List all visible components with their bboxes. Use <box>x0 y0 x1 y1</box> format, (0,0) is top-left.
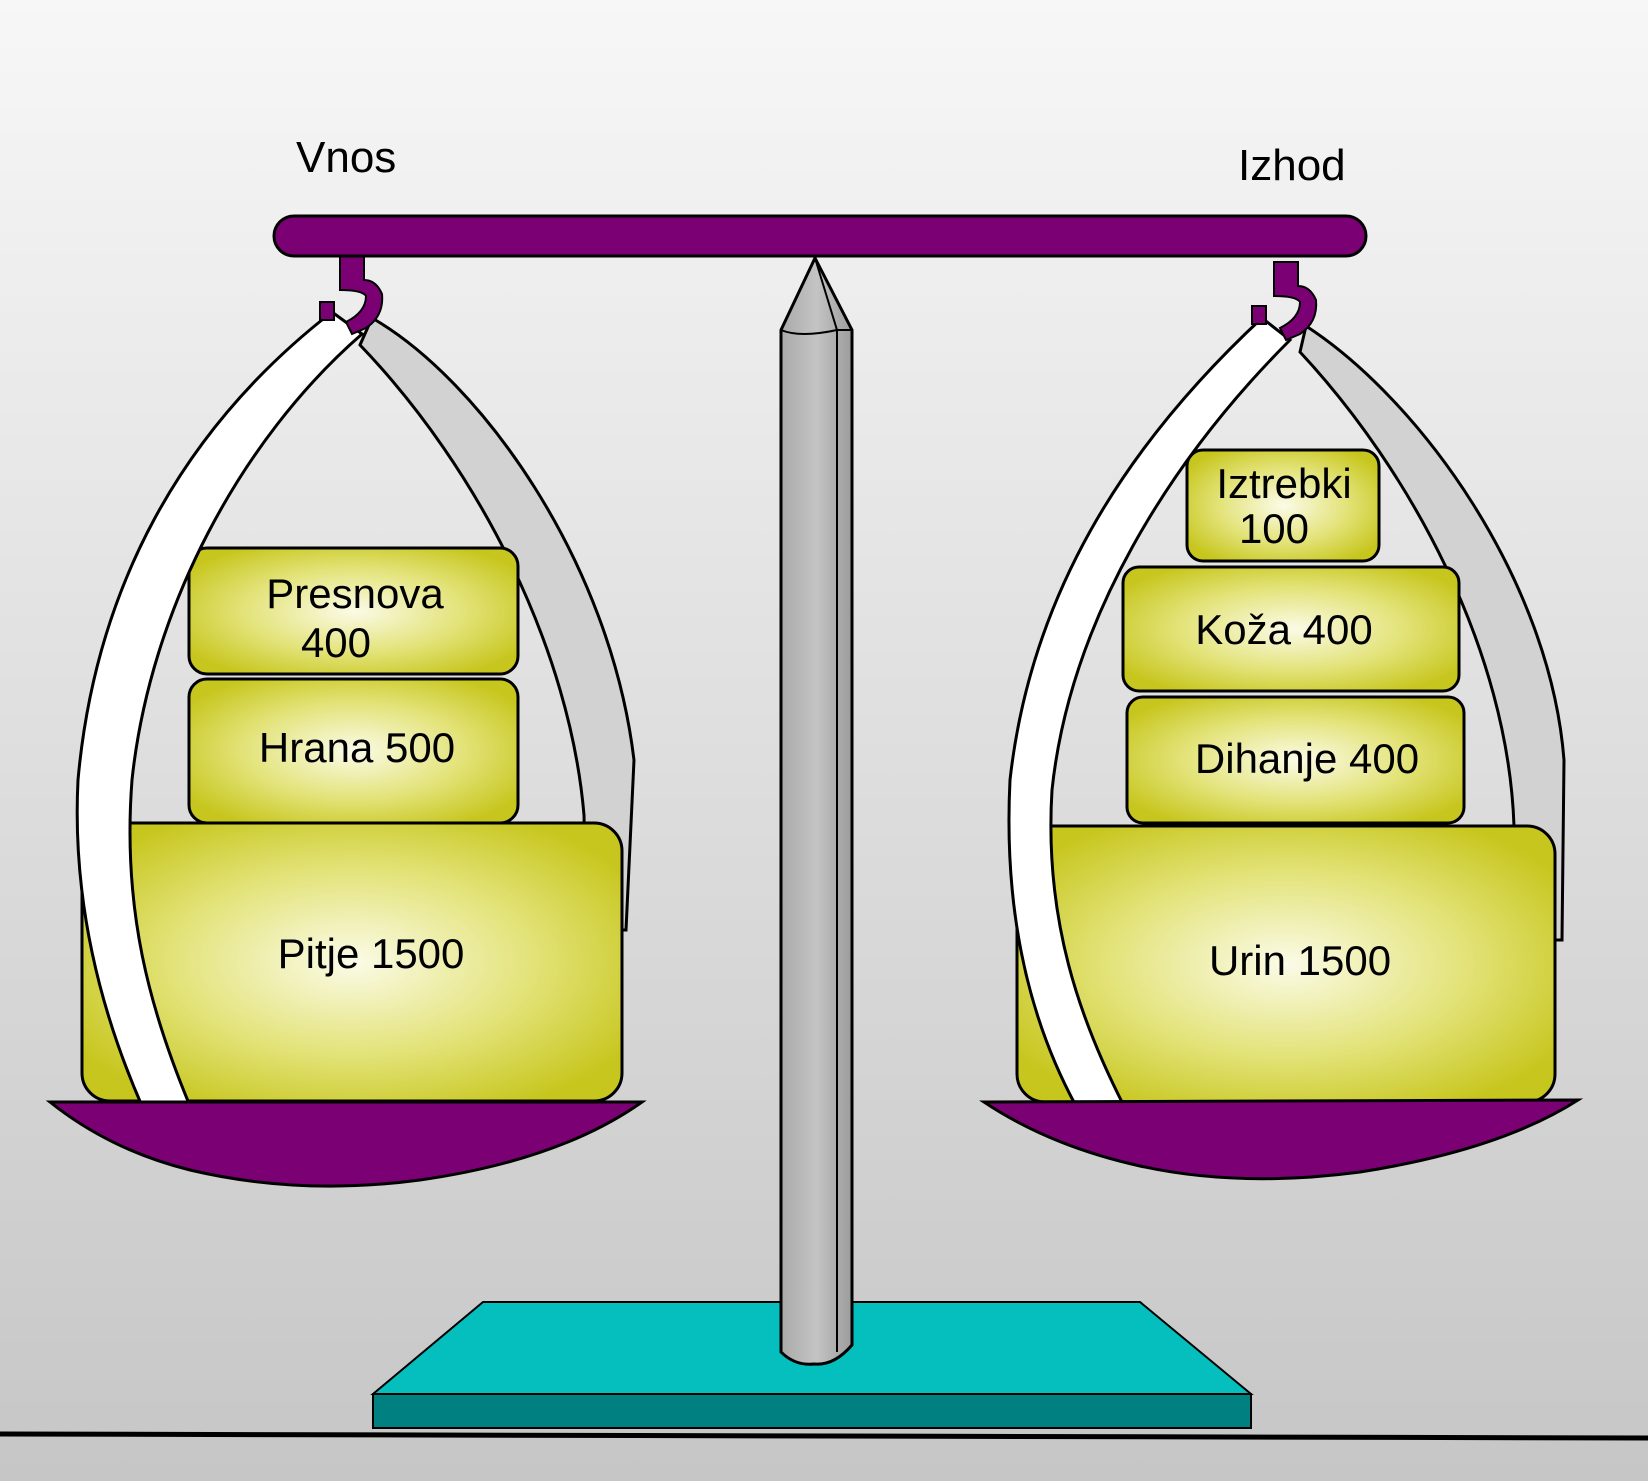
block-hrana-label: Hrana 500 <box>259 724 455 771</box>
block-presnova <box>187 546 520 676</box>
left-pan-assembly <box>45 255 647 1188</box>
block-iztrebki-line2: 100 <box>1239 505 1309 552</box>
label-vnos: Vnos <box>296 133 396 182</box>
left-hook <box>339 255 384 336</box>
left-pan <box>45 1100 647 1188</box>
block-hrana <box>187 677 520 825</box>
block-iztrebki-line1: Iztrebki <box>1216 460 1351 507</box>
right-hook <box>1273 261 1318 342</box>
block-iztrebki <box>1185 448 1381 563</box>
block-koza <box>1121 565 1461 693</box>
block-urin-label: Urin 1500 <box>1209 937 1391 984</box>
scale-pillar <box>779 254 854 1366</box>
right-pan-assembly <box>979 261 1584 1181</box>
block-dihanje <box>1125 695 1466 825</box>
ground-line <box>0 1431 1648 1441</box>
balance-beam <box>272 214 1368 258</box>
block-presnova-line2: 400 <box>301 619 371 666</box>
label-izhod: Izhod <box>1238 141 1346 190</box>
block-koza-label: Koža 400 <box>1195 606 1372 653</box>
block-presnova-line1: Presnova <box>266 570 444 617</box>
right-pan <box>979 1098 1584 1181</box>
block-dihanje-label: Dihanje 400 <box>1195 735 1419 782</box>
block-pitje-label: Pitje 1500 <box>278 930 465 977</box>
